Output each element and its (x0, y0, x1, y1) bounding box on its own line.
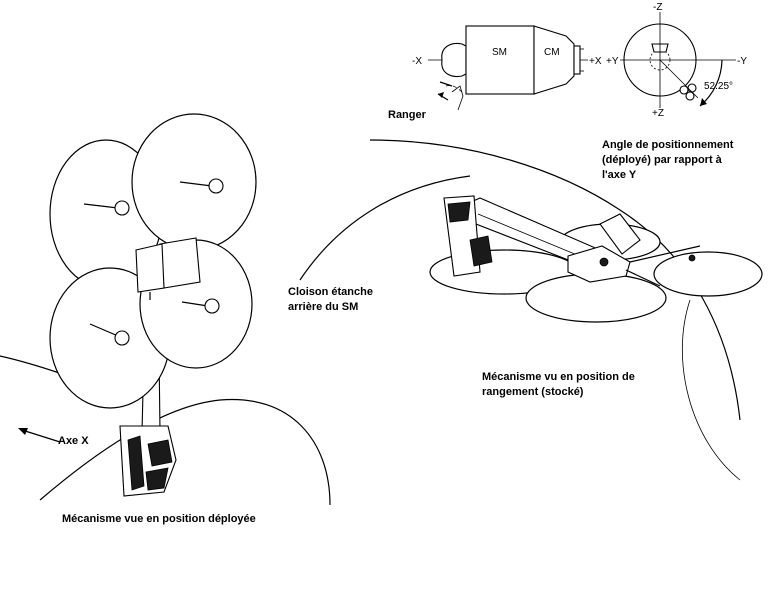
end-dish-3 (687, 83, 697, 93)
cm-tip (573, 45, 581, 75)
ranger-swing-path (445, 85, 463, 93)
deployed-base-window (147, 439, 173, 467)
angle-caption-line-2: (déployé) par rapport à (602, 154, 723, 166)
stowed-base-top (447, 201, 471, 223)
stowed-mechanism (299, 139, 763, 481)
feed-arm-2 (179, 181, 213, 187)
sm-hull-curve-right (369, 139, 741, 421)
stowed-caption-line-2: rangement (stocké) (482, 386, 584, 398)
deployed-center-frame (135, 243, 165, 293)
feed-arm-3 (89, 323, 119, 337)
label-minus-x: -X (412, 56, 422, 67)
stowed-arm-lower (625, 269, 661, 287)
ranger-mechanism (451, 85, 464, 111)
feed-horn-2 (208, 178, 224, 194)
bulkhead-caption-line-2: arrière du SM (288, 301, 358, 313)
label-sm: SM (492, 47, 507, 58)
axe-x-arrow-shaft (21, 429, 61, 443)
angle-arrowhead (700, 98, 707, 106)
label-axe-x: Axe X (58, 435, 89, 447)
feed-arm-4 (181, 301, 209, 307)
feed-horn-1 (114, 200, 130, 216)
label-plus-y: +Y (606, 56, 619, 67)
sm-body (465, 25, 535, 95)
sm-hull-curve-lower (681, 299, 741, 481)
deployed-base-panel (127, 435, 145, 491)
label-ranger: Ranger (388, 109, 427, 121)
bulkhead-caption-line-1: Cloison étanche (288, 286, 373, 298)
stowed-hub-bolt (599, 257, 609, 267)
ranger-leader (439, 81, 453, 87)
stowed-hub (567, 245, 631, 283)
feed-arm-1 (83, 203, 119, 209)
label-minus-z: -Z (653, 2, 662, 13)
stowed-arm-right (629, 245, 701, 263)
label-plus-x: +X (589, 56, 602, 67)
sm-side-view (428, 25, 588, 111)
deployed-center-box (159, 237, 201, 289)
label-minus-y: -Y (737, 56, 747, 67)
feed-horn-4 (204, 298, 220, 314)
stowed-hub-arm (599, 213, 641, 255)
deployed-base-lower (145, 467, 169, 491)
stowed-dish-right (653, 251, 763, 297)
label-cm: CM (544, 47, 560, 58)
stowed-dish-feed (688, 254, 696, 262)
angle-ray (659, 59, 699, 99)
hull-dome (39, 398, 331, 506)
deployed-caption: Mécanisme vue en position déployée (62, 513, 256, 525)
ranger-arrowhead (438, 92, 444, 98)
axe-x-arrowhead (18, 428, 28, 435)
deployed-dish-upper-right (131, 113, 257, 251)
stowed-caption-line-1: Mécanisme vu en position de (482, 371, 635, 383)
cm-body (533, 25, 575, 95)
angle-caption-line-3: l'axe Y (602, 169, 637, 181)
label-plus-z: +Z (652, 108, 664, 119)
stowed-base-panel (469, 235, 493, 267)
label-angle-value: 52.25° (704, 81, 733, 92)
sm-hull-curve-left (299, 175, 471, 281)
end-view (620, 12, 736, 108)
deployed-mechanism (0, 113, 331, 506)
sm-nose (441, 42, 467, 78)
feed-horn-3 (114, 330, 130, 346)
angle-caption-line-1: Angle de positionnement (602, 139, 734, 151)
